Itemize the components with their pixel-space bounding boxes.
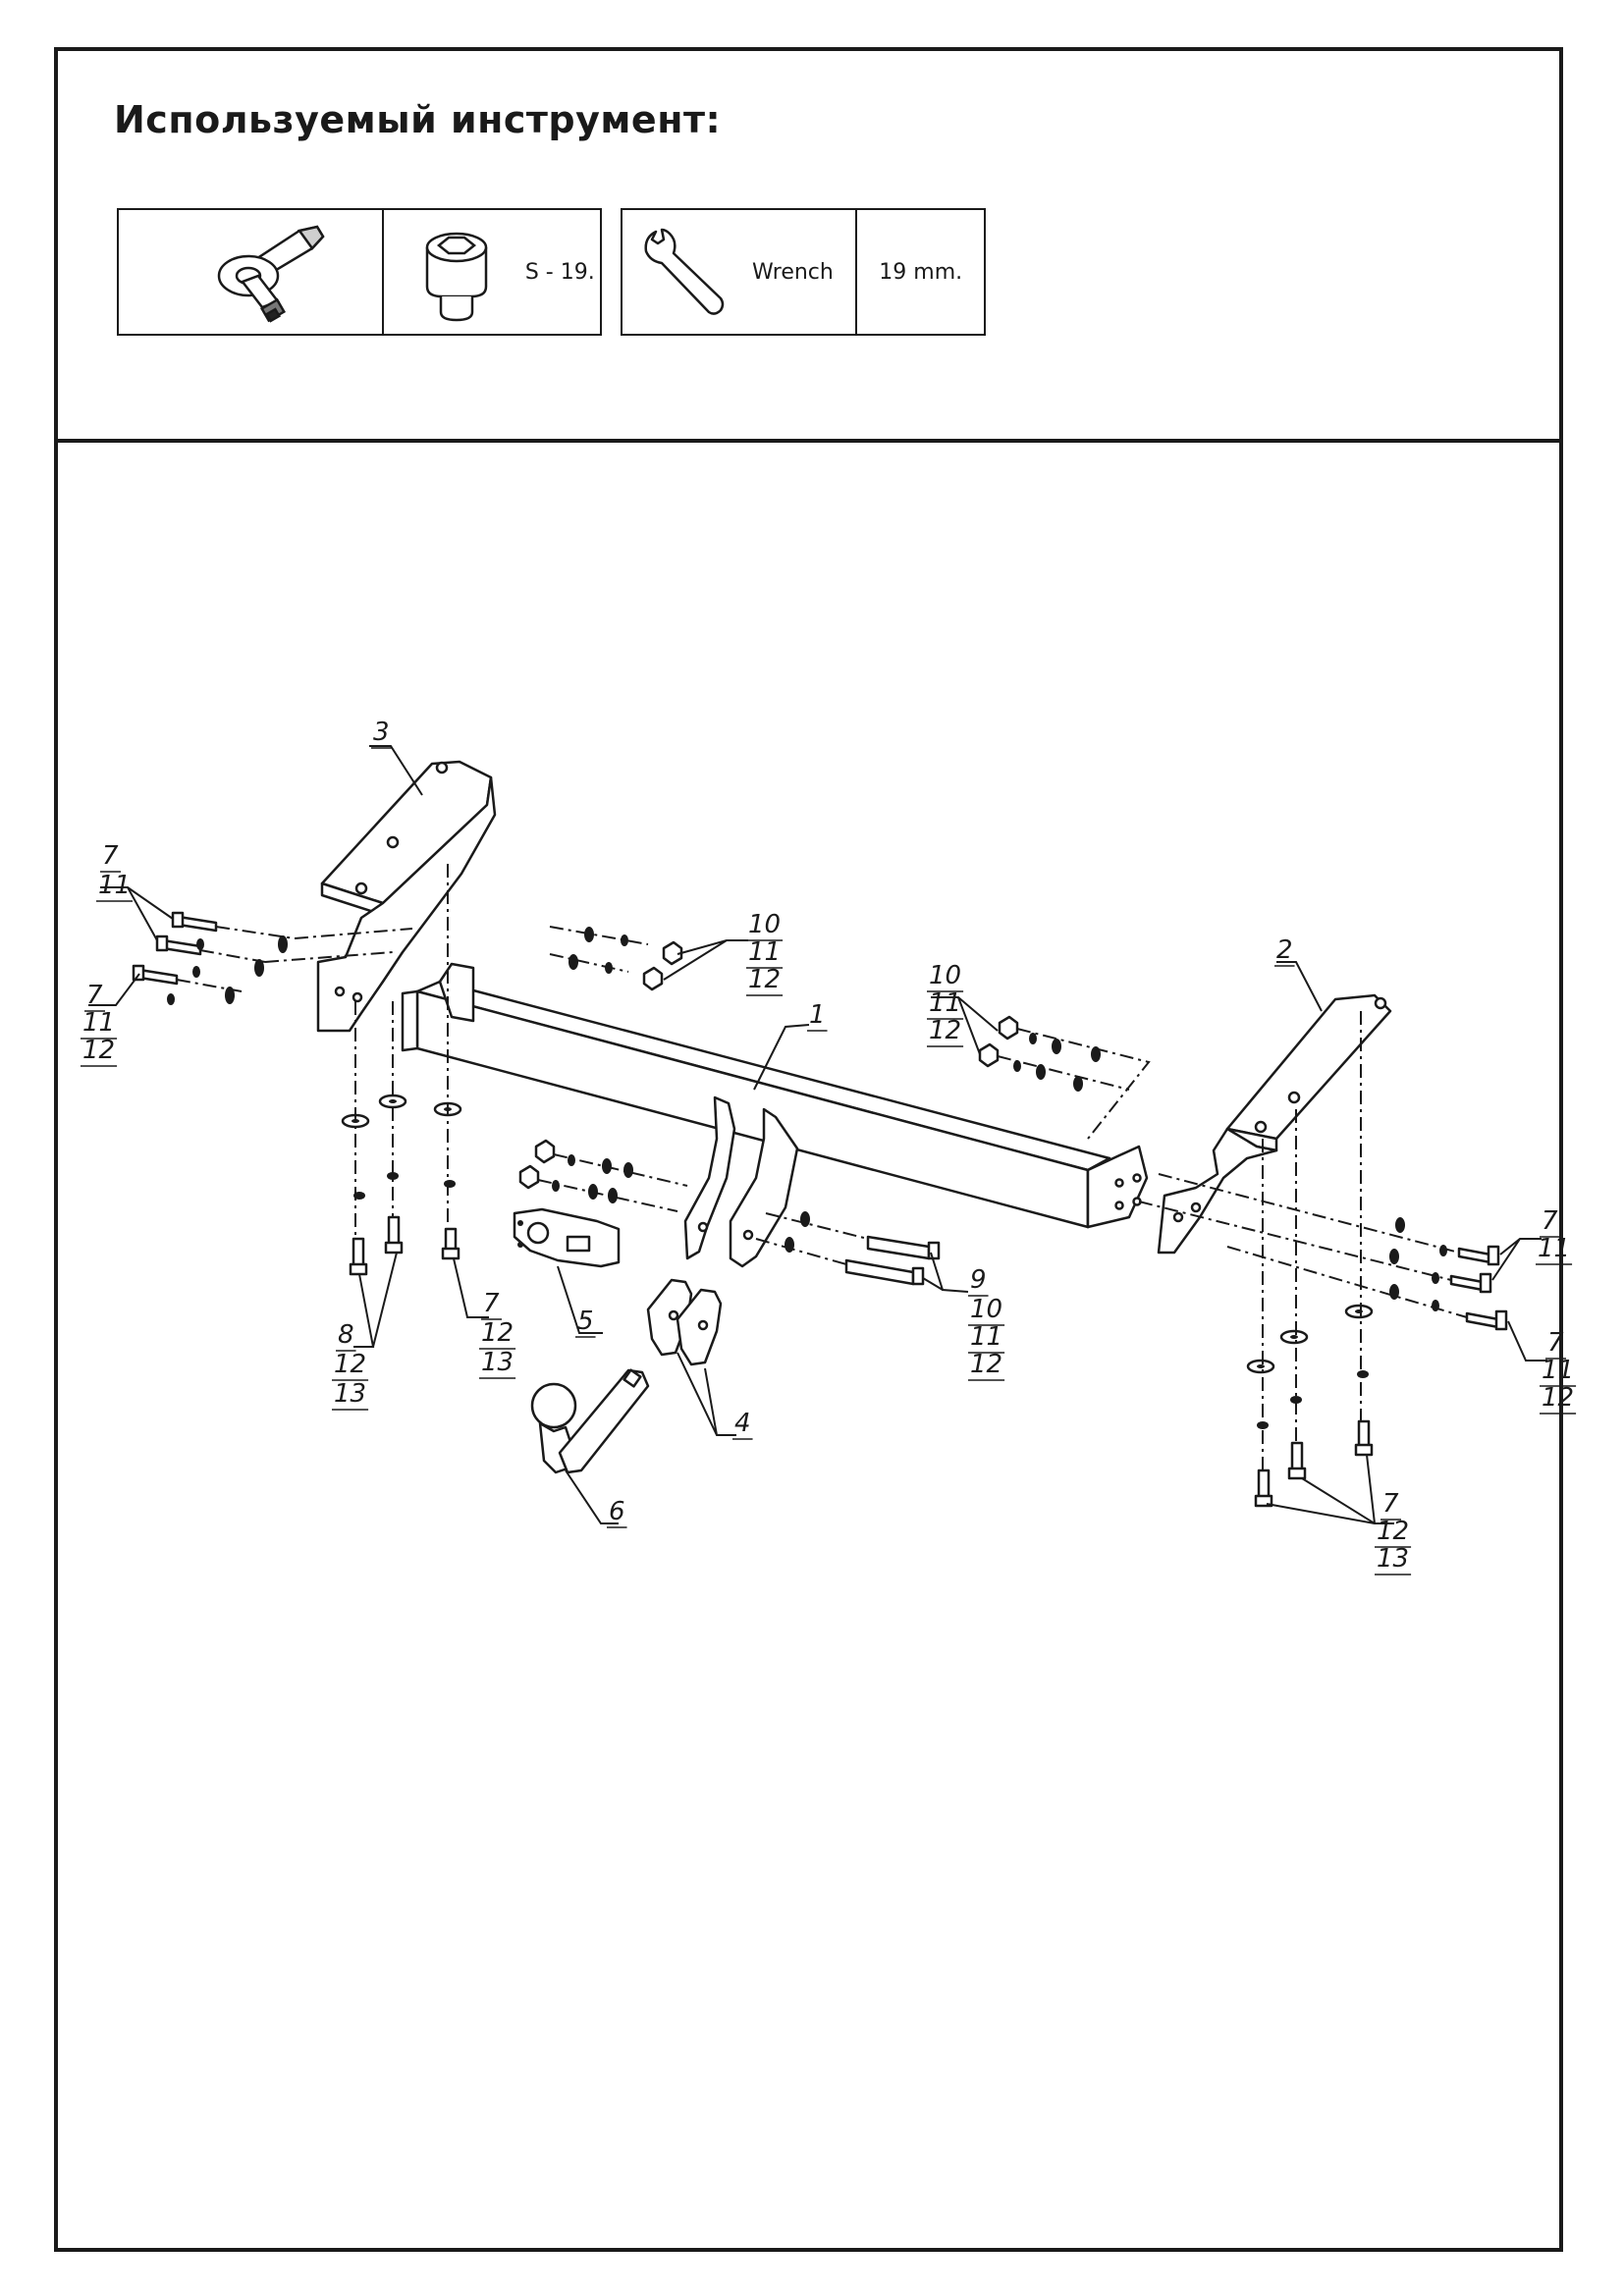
label-part-7-e: 7 [483, 1289, 500, 1318]
label-part-10-c: 10 [970, 1295, 1002, 1324]
label-part-9: 9 [970, 1265, 987, 1295]
label-part-4: 4 [734, 1409, 751, 1438]
label-part-11-c: 11 [748, 937, 781, 967]
label-part-7-c: 7 [1542, 1206, 1558, 1236]
label-part-10-a: 10 [748, 910, 781, 939]
part-labels: 3 7 11 7 11 12 10 11 12 10 11 12 1 2 7 1… [81, 718, 1577, 1575]
wrench-cell: Wrench [623, 210, 855, 334]
wrench-size-cell: 19 mm. [855, 210, 984, 334]
ratchet-cell [119, 210, 382, 334]
label-part-11-f: 11 [1542, 1356, 1574, 1385]
label-part-7-a: 7 [102, 841, 119, 871]
label-part-8: 8 [338, 1320, 354, 1350]
label-part-11-e: 11 [1538, 1234, 1570, 1263]
socket-size-label: S - 19. [524, 259, 595, 285]
socket-cell: S - 19. [381, 210, 600, 334]
label-part-6: 6 [609, 1497, 625, 1526]
label-part-13-e: 13 [481, 1348, 514, 1377]
label-part-7-d: 7 [1547, 1328, 1564, 1358]
label-part-11-d: 11 [929, 988, 961, 1018]
label-part-12-d: 12 [929, 1016, 961, 1045]
wrench-icon [644, 228, 725, 315]
long-bolts [844, 1235, 941, 1286]
label-part-7-f: 7 [1382, 1489, 1399, 1519]
ratchet-icon [217, 225, 325, 323]
tongue-plates [646, 1278, 723, 1366]
label-part-3: 3 [373, 718, 390, 747]
right-bracket [1157, 993, 1392, 1255]
label-part-11-g: 11 [970, 1322, 1002, 1352]
left-fasteners [132, 864, 683, 1276]
center-fasteners [518, 1139, 869, 1265]
socket-plate [513, 1207, 621, 1268]
wrench-size-label: 19 mm. [879, 259, 963, 285]
label-part-13-h: 13 [334, 1379, 366, 1409]
tool-table-socket: S - 19. [117, 208, 602, 336]
label-part-11-a: 11 [98, 871, 131, 900]
socket-icon [425, 232, 488, 322]
label-part-12-g: 12 [970, 1350, 1002, 1379]
right-fasteners [978, 1011, 1508, 1508]
label-part-12-c: 12 [748, 965, 781, 994]
left-bracket [316, 760, 497, 1033]
center-brackets [683, 1095, 799, 1268]
wrench-label: Wrench [752, 259, 834, 285]
label-part-5: 5 [577, 1307, 594, 1336]
label-part-12-f: 12 [1542, 1383, 1574, 1413]
label-part-12-i: 12 [1377, 1517, 1409, 1546]
tools-title: Используемый инструмент: [114, 98, 722, 141]
label-part-10-b: 10 [929, 961, 961, 990]
label-part-2: 2 [1276, 935, 1293, 965]
towball [530, 1368, 650, 1474]
cross-bar [401, 962, 1149, 1229]
leader-lines [88, 745, 1547, 1524]
label-part-12-b: 12 [82, 1036, 115, 1065]
label-part-7-b: 7 [86, 981, 103, 1010]
label-part-11-b: 11 [82, 1008, 115, 1038]
page-frame [54, 47, 1563, 2252]
tool-table-wrench: Wrench 19 mm. [621, 208, 986, 336]
label-part-12-h: 12 [334, 1350, 366, 1379]
label-part-12-e: 12 [481, 1318, 514, 1348]
label-part-1: 1 [809, 1000, 826, 1030]
label-part-13-i: 13 [1377, 1544, 1409, 1574]
section-divider [54, 439, 1563, 443]
